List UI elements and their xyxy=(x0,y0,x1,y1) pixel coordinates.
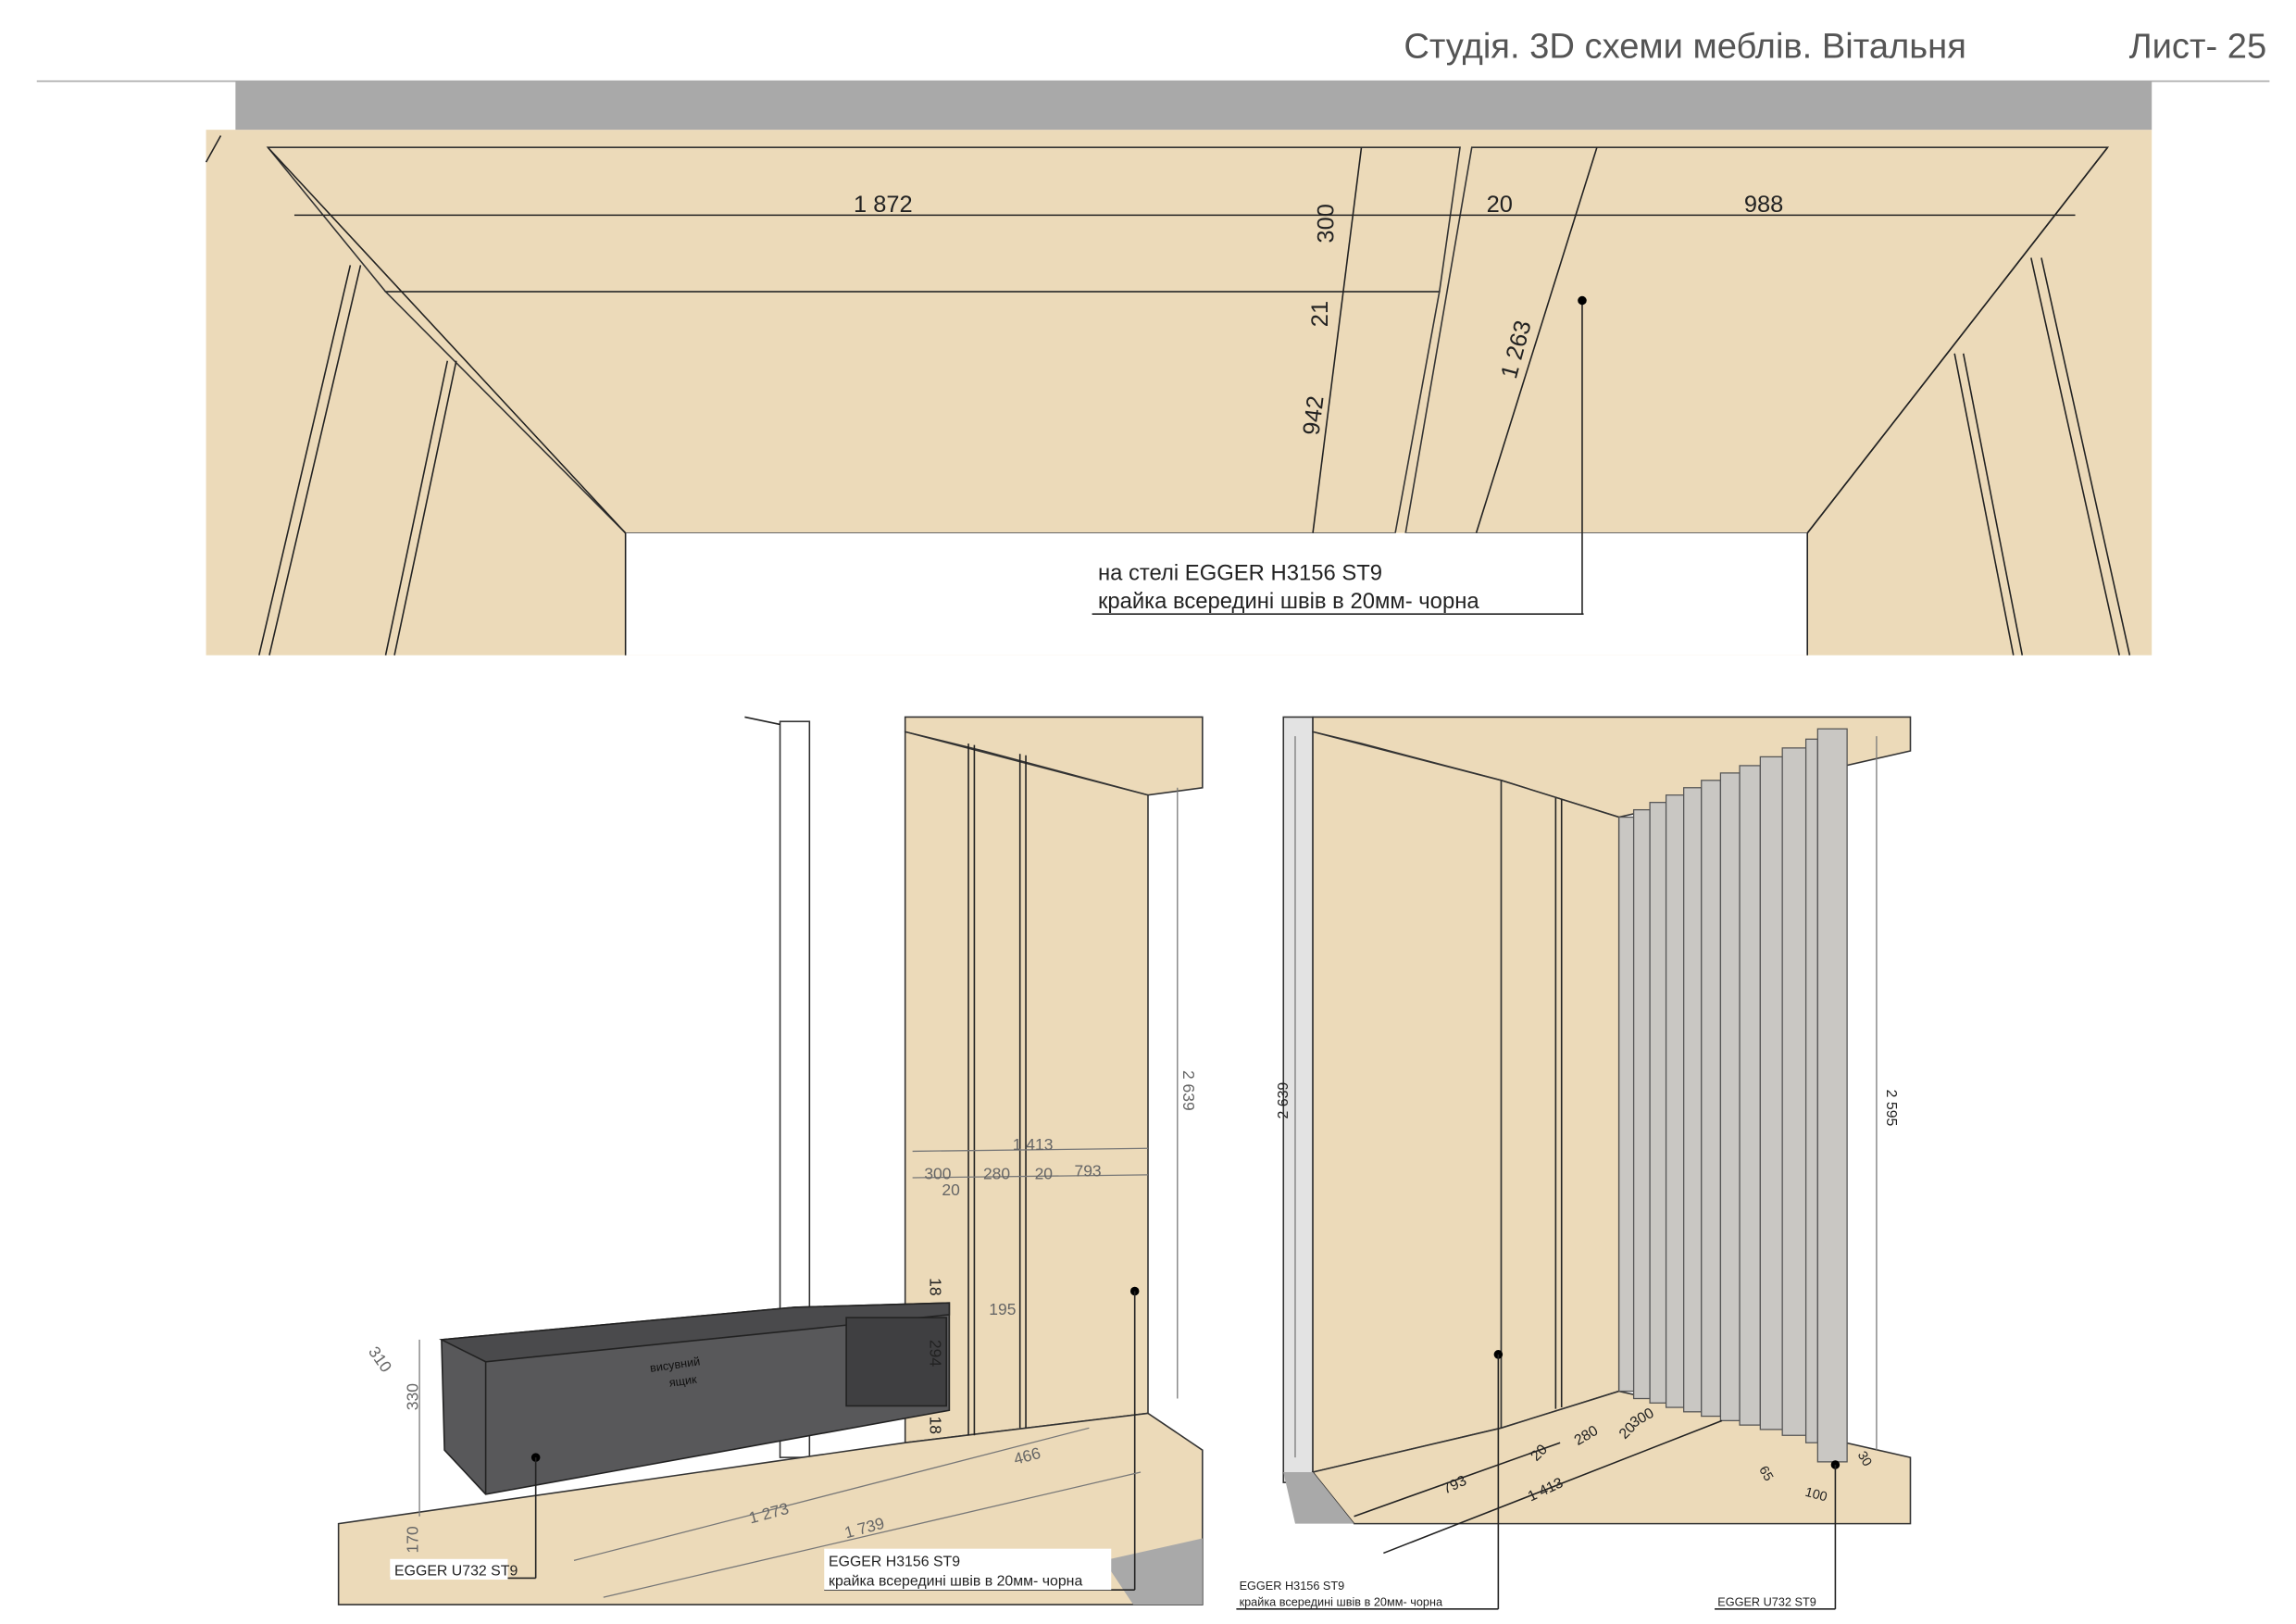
dim-18b: 18 xyxy=(927,1417,945,1434)
dim-30: 30 xyxy=(1854,1449,1875,1469)
dim-1872: 1 872 xyxy=(854,192,913,218)
slats-material-note: EGGER U732 ST9 xyxy=(1717,1595,1816,1609)
dim-20a: 20 xyxy=(942,1181,960,1199)
dim-18a: 18 xyxy=(927,1278,945,1295)
dim-20: 20 xyxy=(1487,192,1513,218)
dim-170: 170 xyxy=(403,1526,421,1553)
ceiling-view: 1 872 300 20 988 21 942 1 263 на стелі E… xyxy=(205,81,2152,656)
dim-2595: 2 595 xyxy=(1883,1090,1899,1127)
dim-942: 942 xyxy=(1299,394,1329,437)
wall-material-note-2: крайка всередині швів в 20мм- чорна xyxy=(829,1573,1082,1589)
wall-material-note-1: EGGER H3156 ST9 xyxy=(829,1555,960,1570)
slats xyxy=(1618,728,1848,1463)
leader-dot xyxy=(1578,295,1587,306)
dim-1413: 1 413 xyxy=(1013,1135,1054,1154)
dim-21: 21 xyxy=(1307,301,1333,327)
dim-310: 310 xyxy=(365,1343,395,1376)
dim-300: 300 xyxy=(1313,204,1339,243)
dim-195: 195 xyxy=(989,1300,1016,1318)
slat-wall-view: 2 639 2 595 793 1 413 20 280 20 300 65 1… xyxy=(1236,716,1912,1610)
ceiling-note-line1: на стелі EGGER H3156 ST9 xyxy=(1098,561,1382,586)
dim-294: 294 xyxy=(927,1340,945,1367)
dim-330: 330 xyxy=(403,1383,421,1410)
ceiling-beam xyxy=(235,81,2152,131)
sheet-title: Студія. 3D схеми меблів. Вітальня xyxy=(1404,26,1966,66)
dim-2639-right: 2 639 xyxy=(1276,1082,1292,1119)
dim-300: 300 xyxy=(924,1165,951,1183)
sheet-header: Студія. 3D схеми меблів. Вітальня Лист- … xyxy=(36,26,2270,82)
dim-65: 65 xyxy=(1755,1464,1776,1484)
dim-988: 988 xyxy=(1744,192,1783,218)
right-wall-note-2: крайка всередині швів в 20мм- чорна xyxy=(1240,1595,1443,1609)
drawer-label-2: ящик xyxy=(668,1372,698,1390)
drawer-label-1: висувний xyxy=(649,1354,701,1374)
ceiling-note-line2: крайка всередині швів в 20мм- чорна xyxy=(1098,589,1479,614)
right-wall-note-1: EGGER H3156 ST9 xyxy=(1240,1579,1345,1593)
dim-280: 280 xyxy=(983,1165,1010,1183)
cabinet-material-note: EGGER U732 ST9 xyxy=(394,1563,518,1579)
dim-2639: 2 639 xyxy=(1179,1070,1198,1111)
dim-100: 100 xyxy=(1803,1485,1828,1505)
sheet-number: Лист- 25 xyxy=(2129,26,2267,66)
dim-793: 793 xyxy=(1075,1161,1102,1180)
tv-wall-view: 2 639 1 413 300 20 280 20 793 18 195 294… xyxy=(337,716,1204,1605)
dim-20b: 20 xyxy=(1035,1165,1054,1183)
